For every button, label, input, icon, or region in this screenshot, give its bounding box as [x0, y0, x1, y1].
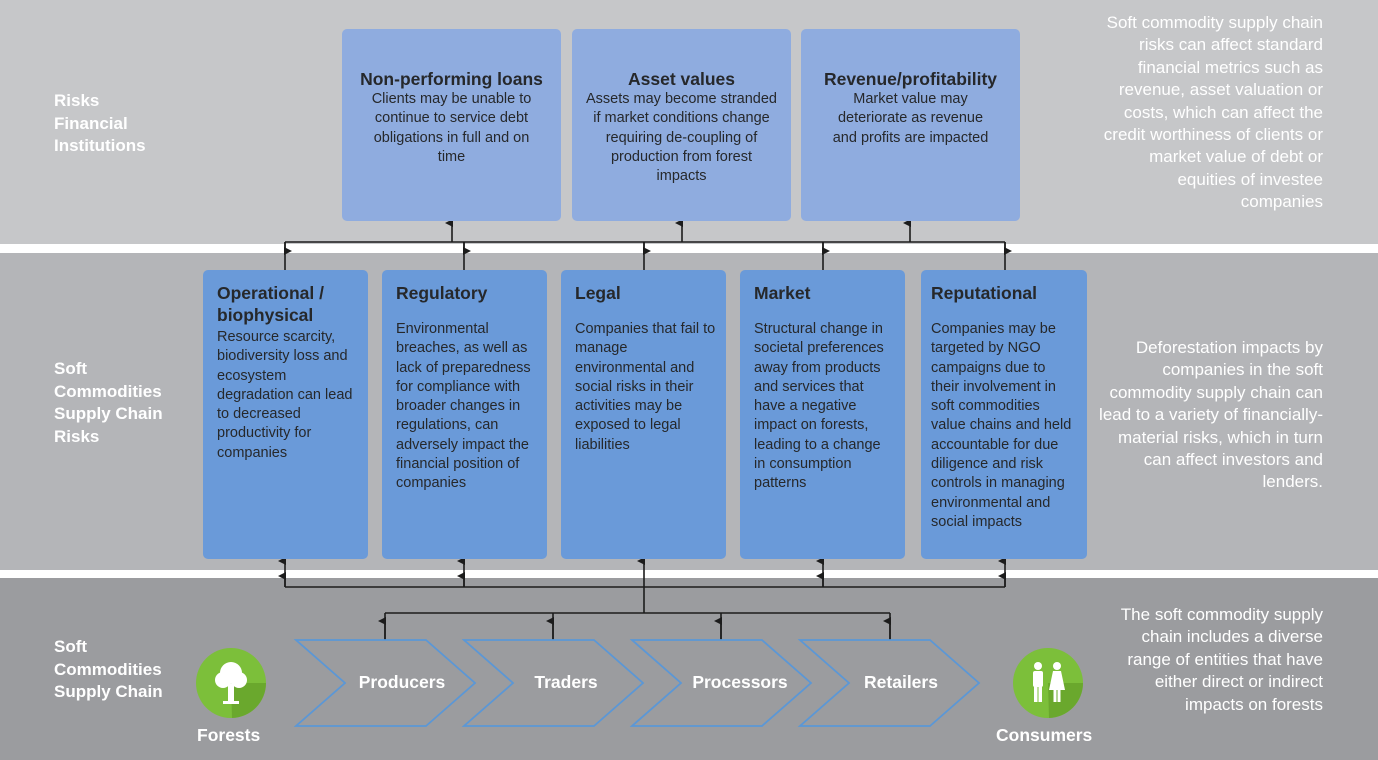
row-label-line: Financial	[54, 113, 128, 133]
chain-stage-processors: Processors	[692, 672, 788, 692]
risk-box-operational: Operational / biophysical Resource scarc…	[203, 270, 368, 559]
risk-box-reputational: Reputational Companies may be targeted b…	[921, 270, 1087, 559]
chain-end-consumers: Consumers	[996, 725, 1093, 745]
risk-box-market: Market Structural change in societal pre…	[740, 270, 905, 559]
box-title: Legal	[575, 283, 621, 303]
box-text: Market value may deteriorate as revenue …	[832, 91, 989, 146]
risk-box-legal: Legal Companies that fail to manage envi…	[561, 270, 726, 559]
chevron-processors	[629, 639, 813, 727]
box-text: Companies that fail to manage environmen…	[575, 321, 716, 453]
people-icon	[1013, 648, 1083, 718]
box-text: Companies may be targeted by NGO campaig…	[931, 321, 1072, 530]
row-label-line: Commodities	[54, 659, 162, 679]
side-note-chain: The soft commodity supply chain includes…	[1120, 605, 1323, 714]
box-title: Asset values	[627, 69, 735, 89]
chain-stage-producers: Producers	[358, 672, 446, 692]
box-title: Revenue/profitability	[823, 69, 998, 89]
row-label-supply-chain: Soft Commodities Supply Chain	[54, 636, 163, 704]
row-label-supply-chain-risks: Soft Commodities Supply Chain Risks	[54, 358, 163, 448]
box-text: Structural change in societal preference…	[754, 321, 884, 492]
chevron-producers	[293, 639, 477, 727]
row-label-line: Commodities	[54, 381, 162, 401]
box-title: Reputational	[931, 283, 1037, 303]
financial-risk-revenue-profitability: Revenue/profitability Market value may d…	[801, 29, 1020, 221]
chain-stage-traders: Traders	[534, 672, 598, 692]
box-text: Environmental breaches, as well as lack …	[396, 321, 531, 492]
risk-box-regulatory: Regulatory Environmental breaches, as we…	[382, 270, 547, 559]
chevron-retailers	[797, 639, 981, 727]
row-label-line: Risks	[54, 426, 100, 446]
row-label-line: Supply Chain	[54, 404, 163, 423]
box-title: Market	[754, 283, 811, 303]
financial-risk-non-performing-loans: Non-performing loans Clients may be unab…	[342, 29, 561, 221]
box-text: Resource scarcity, biodiversity loss and…	[217, 329, 353, 461]
side-note-financial: Soft commodity supply chain risks can af…	[1103, 13, 1323, 212]
row-label-line: Soft	[54, 359, 88, 378]
box-title: Regulatory	[396, 283, 488, 303]
chain-stage-retailers: Retailers	[864, 672, 938, 692]
chevron-traders	[461, 639, 645, 727]
row-label-line: Soft	[54, 637, 88, 656]
side-note-risks: Deforestation impacts by companies in th…	[1099, 338, 1323, 492]
financial-risk-asset-values: Asset values Assets may become stranded …	[572, 29, 791, 221]
box-title: Non-performing loans	[360, 69, 543, 89]
row-label-line: Supply Chain	[54, 682, 163, 701]
row-label-financial-institutions: Risks Financial Institutions	[54, 90, 146, 158]
row-label-line: Institutions	[54, 136, 146, 155]
chain-start-forests: Forests	[197, 725, 261, 745]
box-text: Clients may be unable to continue to ser…	[371, 91, 532, 165]
box-text: Assets may become stranded if market con…	[585, 91, 777, 185]
tree-icon	[196, 648, 266, 718]
row-label-line: Risks	[54, 91, 100, 110]
box-title: Operational / biophysical	[217, 283, 324, 325]
